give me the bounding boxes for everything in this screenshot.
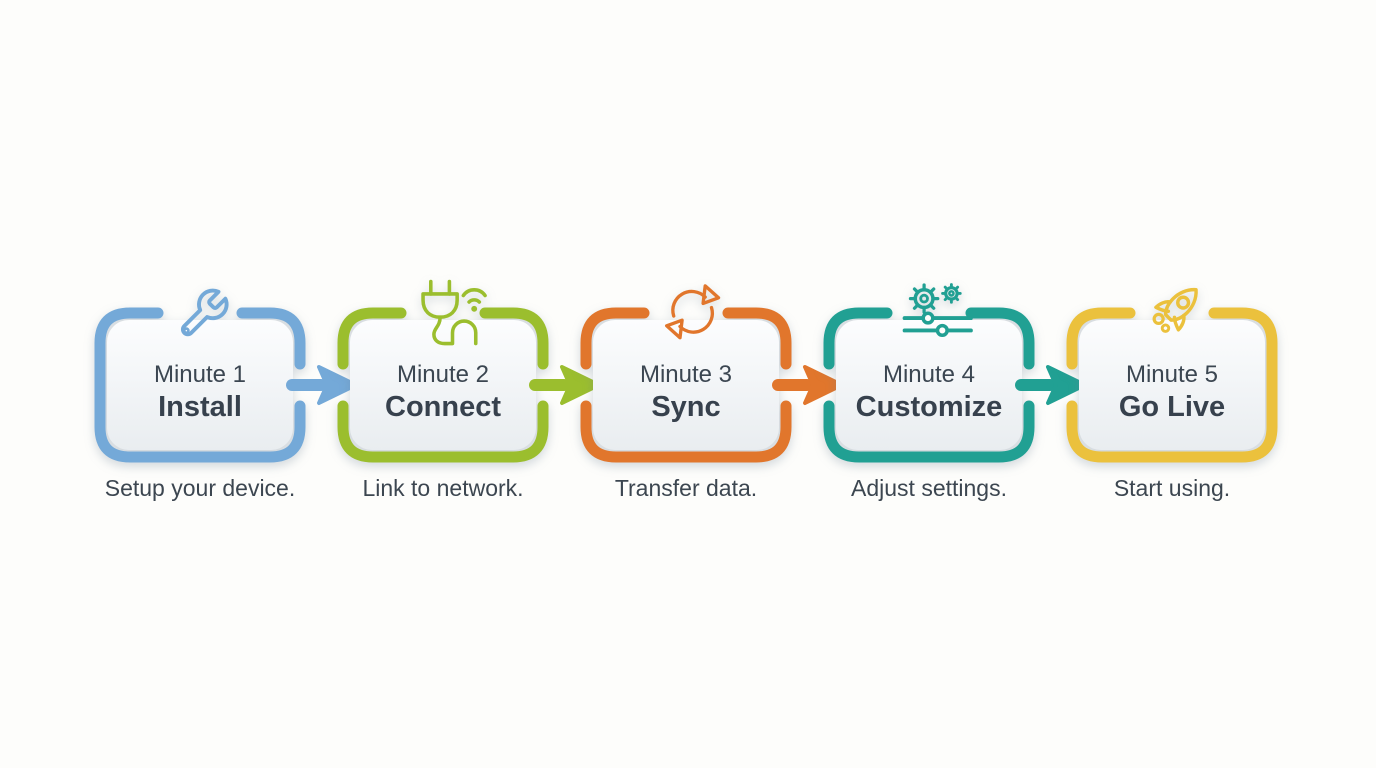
gears-sliders-icon	[902, 283, 973, 338]
step-1-panel	[107, 320, 293, 450]
wrench-icon	[180, 288, 229, 337]
step-2-panel	[350, 320, 536, 450]
sync-arrows-icon	[665, 284, 721, 340]
step-3-border-bottom	[580, 400, 792, 463]
plug-wifi-icon	[421, 279, 487, 346]
step-5-border-main	[1066, 307, 1278, 463]
arrow-step2-to-step3	[529, 365, 601, 405]
step-3-minute-label: Minute 3	[639, 361, 733, 388]
step-2-title: Connect	[385, 391, 501, 423]
step-2-border	[337, 307, 407, 370]
step-5-title: Go Live	[1118, 391, 1226, 423]
step-4-caption: Adjust settings.	[851, 475, 1007, 501]
step-4-border	[823, 307, 893, 370]
rocket-icon	[1152, 287, 1198, 333]
arrow-step1-to-step2	[286, 365, 358, 405]
step-1-text: Minute 1 Install	[100, 361, 300, 424]
step-1-caption: Setup your device.	[104, 475, 296, 501]
step-4-panel	[836, 320, 1022, 450]
step-5-caption: Start using.	[1113, 475, 1231, 501]
step-4-border-top-right	[965, 307, 1035, 370]
step-1-border	[94, 307, 306, 463]
step-2-box	[337, 279, 549, 463]
step-2-minute-label: Minute 2	[396, 361, 490, 388]
step-4-box	[823, 283, 1035, 463]
step-3-border-top-right	[722, 307, 792, 370]
step-3-caption: Transfer data.	[614, 475, 758, 501]
step-3-box	[580, 284, 792, 463]
step-3-text: Minute 3 Sync	[586, 361, 786, 424]
step-5-panel	[1079, 320, 1265, 450]
step-5-minute-label: Minute 5	[1125, 361, 1219, 388]
step-4-minute-label: Minute 4	[882, 361, 976, 388]
step-2-text: Minute 2 Connect	[343, 361, 543, 424]
step-1-minute-label: Minute 1	[153, 361, 247, 388]
step-2-caption: Link to network.	[362, 475, 524, 501]
step-5-box	[1066, 287, 1278, 463]
step-1-border-top-right	[236, 307, 306, 370]
arrow-step4-to-step5	[1015, 365, 1087, 405]
step-5-text: Minute 5 Go Live	[1072, 361, 1272, 424]
step-5-border	[1066, 307, 1136, 370]
step-4-title: Customize	[855, 391, 1003, 423]
step-2-border-top-right	[479, 307, 549, 370]
step-2-border-bottom	[337, 400, 549, 463]
step-3-panel	[593, 320, 779, 450]
step-4-text: Minute 4 Customize	[829, 361, 1029, 424]
step-3-title: Sync	[651, 391, 721, 423]
step-1-title: Install	[158, 391, 242, 423]
arrow-step3-to-step4	[772, 365, 844, 405]
step-3-border	[580, 307, 650, 370]
step-1-box	[94, 288, 306, 463]
step-4-border-bottom	[823, 400, 1035, 463]
